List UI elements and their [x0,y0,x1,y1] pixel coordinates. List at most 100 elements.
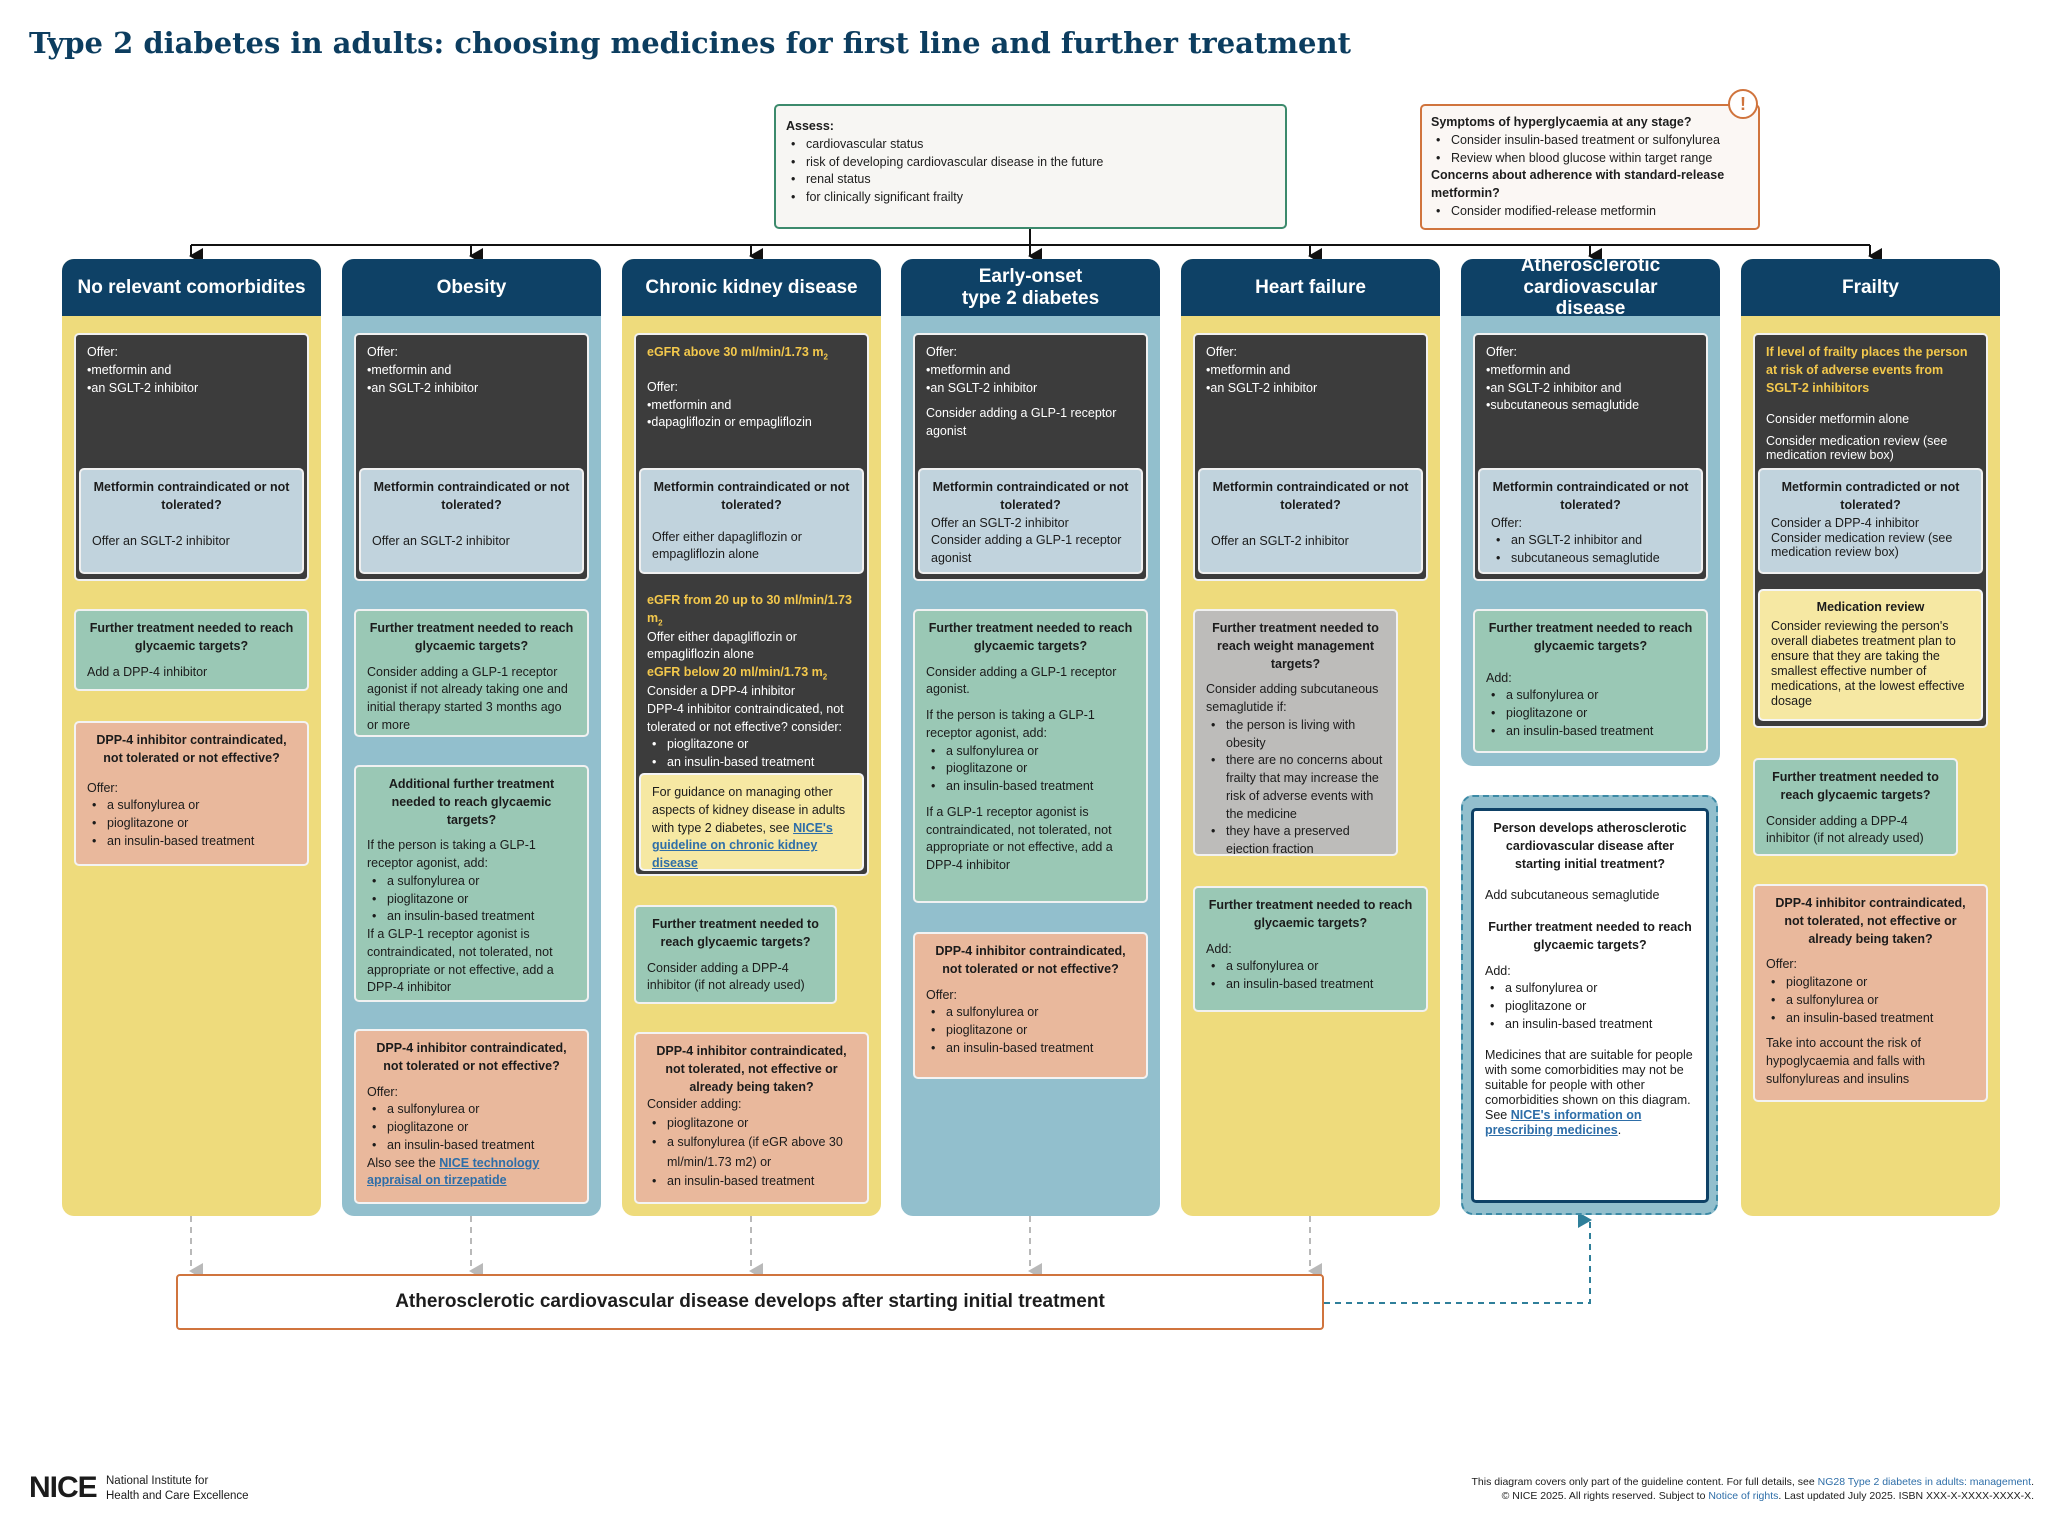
contra-question: Metformin contraindicated or not tolerat… [932,480,1129,512]
contra-answer: Offer an SGLT-2 inhibitor [372,533,510,548]
contra-answer: Offer either dapagliflozin or empagliflo… [652,529,802,562]
medication-review-box: Medication review Consider reviewing the… [1758,589,1983,721]
offer-label: Offer: [1486,345,1518,359]
dpp4-answer: Consider adding: [647,1097,742,1112]
dpp4-item: an insulin-based treatment [87,833,296,851]
ascvd-item: an insulin-based treatment [1485,1016,1695,1034]
further-question: Further treatment needed to reach glycae… [89,621,294,653]
contra-question: Metformin contradicted or not tolerated? [1781,480,1960,512]
offer-item: •an SGLT-2 inhibitor [1206,380,1318,395]
metformin-contraindicated-box: Metformin contraindicated or not tolerat… [1478,468,1703,574]
egfr-below-20-answer: Consider a DPP-4 inhibitor [647,684,795,699]
egfr-item: an insulin-based treatment [647,754,856,772]
nice-logo: NICE [29,1471,98,1504]
assess-item: for clinically significant frailty [786,189,1275,207]
ascvd-item: a sulfonylurea or [1485,980,1695,998]
egfr-below-20: eGFR below 20 ml/min/1.73 m2 [647,665,828,682]
additional-item: pioglitazone or [367,891,576,909]
offer-item: •an SGLT-2 inhibitor [87,380,199,395]
offer-item: •metformin and [1486,362,1571,377]
guidance-text: For guidance on managing other aspects o… [652,785,846,835]
metformin-contraindicated-box: Metformin contradicted or not tolerated?… [1758,468,1983,574]
comorbidity-note: Medicines that are suitable for people w… [1485,1047,1693,1122]
egfr-20-30-answer: Offer either dapagliflozin or empagliflo… [647,629,797,662]
see-also-text: Also see the [367,1155,440,1170]
hyperglycaemia-box: Symptoms of hyperglycaemia at any stage?… [1420,104,1760,230]
dpp4-item: pioglitazone or [1766,974,1975,992]
further-item: an insulin-based treatment [1486,723,1695,741]
weight-item: the person is living with obesity [1206,717,1385,753]
frailty-warning: If level of frailty places the person at… [1766,345,1968,395]
tirzepatide-link[interactable]: NICE technology appraisal on tirzepatide [367,1155,540,1188]
contra-answer: Offer an SGLT-2 inhibitor [92,533,230,548]
further-treatment-box: Further treatment needed to reach glycae… [634,905,837,1004]
metformin-contraindicated-box: Metformin contraindicated or not tolerat… [359,468,584,574]
column-header: Chronic kidney disease [622,259,881,316]
further-treatment-box: Further treatment needed to reach glycae… [913,609,1148,903]
assess-box: Assess: cardiovascular status risk of de… [774,104,1287,229]
further-treatment-box: Further treatment needed to reach glycae… [74,609,309,691]
assess-item: renal status [786,171,1275,189]
offer-item: •subcutaneous semaglutide [1486,398,1640,413]
contra-answer: Offer: [1491,515,1523,530]
dpp4-item: pioglitazone or [87,815,296,833]
dpp4-item: an insulin-based treatment [367,1137,576,1155]
contra-question: Metformin contraindicated or not tolerat… [1492,480,1689,512]
dpp4-item: pioglitazone or [367,1119,576,1137]
ckd-guidance-box: For guidance on managing other aspects o… [639,773,864,871]
ckd-guideline-link[interactable]: NICE's guideline on chronic kidney disea… [652,820,833,870]
offer-item: •an SGLT-2 inhibitor [926,380,1038,395]
dpp4-item: pioglitazone or [926,1022,1135,1040]
offer-label: Offer: [87,345,119,359]
offer-item: •metformin and [87,362,172,377]
ascvd-further-answer: Add: [1485,963,1511,978]
adherence-question: Concerns about adherence with standard-r… [1431,168,1725,200]
egfr-above-30: eGFR above 30 ml/min/1.73 m2 [647,345,828,362]
further-answer: Consider adding a DPP-4 inhibitor (if no… [647,960,805,993]
further-answer: Add: [1206,941,1232,956]
further-answer: Add: [1486,670,1512,685]
additional-question: Additional further treatment needed to r… [388,777,555,827]
further-question: Further treatment needed to reach glycae… [652,917,819,949]
dpp4-item: a sulfonylurea (if eGR above 30 ml/min/1… [647,1133,856,1172]
assess-heading: Assess: [786,119,834,133]
further-treatment-box: Further treatment needed to reach glycae… [354,609,589,737]
assess-item: risk of developing cardiovascular diseas… [786,154,1275,172]
offer-item: •metformin and [926,362,1011,377]
prescribing-link[interactable]: NICE's information on prescribing medici… [1485,1107,1642,1137]
offer-note: Consider adding a GLP-1 receptor agonist [926,406,1117,438]
page-title: Type 2 diabetes in adults: choosing medi… [29,26,1351,60]
nice-logo-subtitle: National Institute for Health and Care E… [106,1475,249,1502]
dpp4-note: Take into account the risk of hypoglycae… [1766,1036,1926,1086]
hyperglycaemia-item: Review when blood glucose within target … [1431,150,1749,168]
further-treatment-box: Further treatment needed to reach glycae… [1473,609,1708,753]
contra-question: Metformin contraindicated or not tolerat… [373,480,570,512]
contra-note: Consider adding a GLP-1 receptor agonist [931,533,1122,565]
notice-of-rights-link[interactable]: Notice of rights [1708,1490,1779,1503]
further-answer: Consider adding a DPP-4 inhibitor (if no… [1766,813,1924,846]
ng28-link[interactable]: NG28 Type 2 diabetes in adults: manageme… [1817,1476,2032,1488]
dpp4-item: a sulfonylurea or [926,1004,1135,1022]
ascvd-develops-bar: Atherosclerotic cardiovascular disease d… [176,1274,1324,1330]
contra-answer: Offer an SGLT-2 inhibitor [1211,533,1349,548]
dpp4-offer: Offer: [926,987,958,1002]
further-item: an insulin-based treatment [1206,976,1415,994]
column-header: Heart failure [1181,259,1440,316]
contra-question: Metformin contraindicated or not tolerat… [1212,480,1409,512]
dpp4-question: DPP-4 inhibitor contraindicated, not tol… [656,1044,847,1094]
ascvd-item: pioglitazone or [1485,998,1695,1016]
dpp4-item: an insulin-based treatment [647,1172,856,1192]
contra-item: an SGLT-2 inhibitor and [1491,532,1690,550]
contra-item: subcutaneous semaglutide [1491,550,1690,568]
further-item: pioglitazone or [1486,705,1695,723]
frailty-review-note: Consider medication review (see medicati… [1766,434,1948,462]
further-item: a sulfonylurea or [926,743,1135,761]
further-item: a sulfonylurea or [1206,958,1415,976]
additional-note: If a GLP-1 receptor agonist is contraind… [367,927,554,995]
dpp4-offer: Offer: [367,1084,399,1099]
adherence-item: Consider modified-release metformin [1431,203,1749,221]
warning-icon: ! [1728,89,1758,119]
further-item: an insulin-based treatment [926,778,1135,796]
dpp4-box: DPP-4 inhibitor contraindicated, not tol… [1753,884,1988,1102]
assess-item: cardiovascular status [786,136,1275,154]
